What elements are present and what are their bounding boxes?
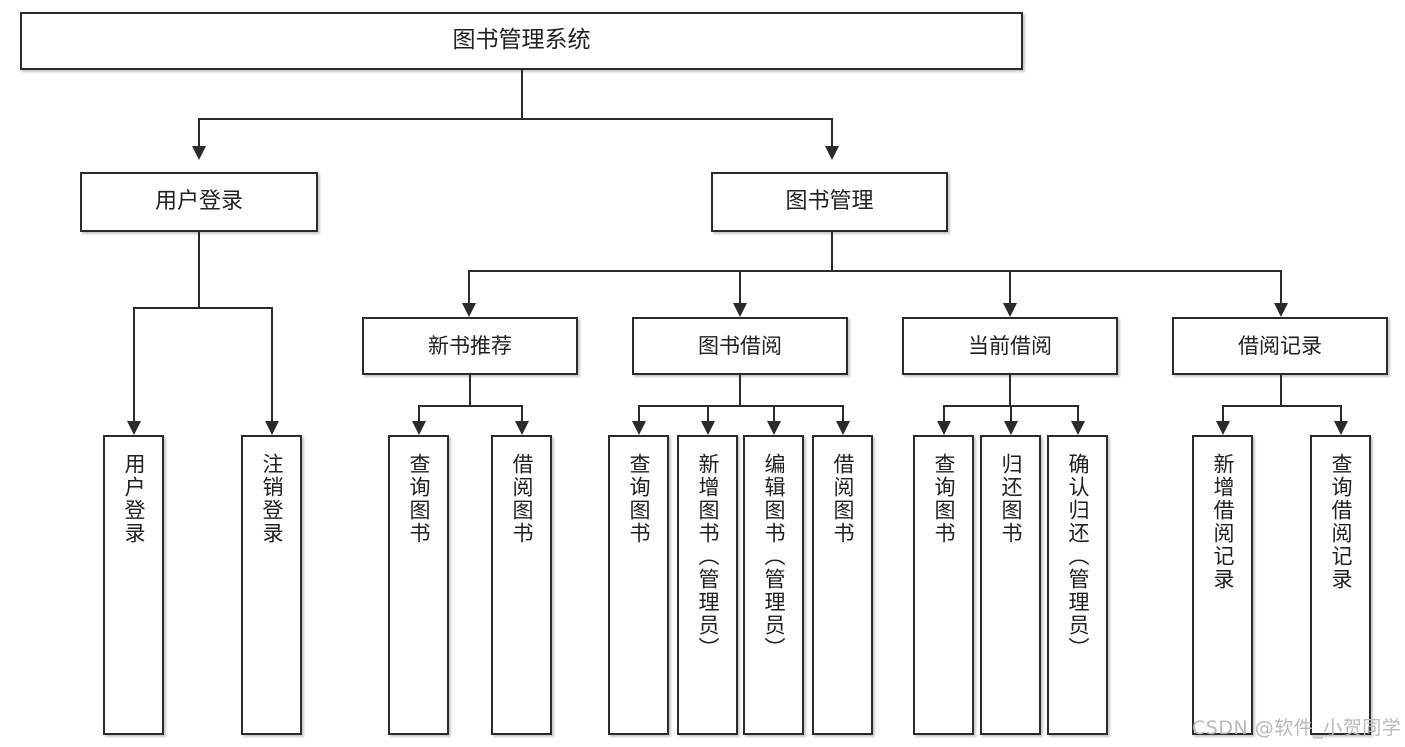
leaf-borrow-book[interactable]: 借阅图书 [812, 435, 873, 735]
connector-current-borrow-stem [1009, 375, 1011, 405]
connector-book-borrow-drop-2 [707, 405, 709, 421]
connector-current-borrow-drop-2 [1010, 405, 1012, 421]
leaf-add-book-admin[interactable]: 新增图书（管理员） [677, 435, 738, 735]
connector-borrow-record-drop-1 [1222, 405, 1224, 421]
connector-borrow-record-bus [1222, 405, 1340, 407]
connector-new-book-drop-2 [521, 405, 523, 421]
node-label: 用户登录 [154, 189, 243, 215]
node-book-borrow[interactable]: 图书借阅 [632, 317, 848, 375]
leaf-add-borrow-record[interactable]: 新增借阅记录 [1192, 435, 1253, 735]
arrowhead-user-login [192, 146, 206, 160]
node-current-borrow[interactable]: 当前借阅 [902, 317, 1118, 375]
node-user-login[interactable]: 用户登录 [80, 172, 318, 232]
connector-borrow-record-stem [1280, 375, 1282, 405]
node-label: 当前借阅 [968, 333, 1052, 358]
connector-new-book-drop-1 [418, 405, 420, 421]
connector-level3-bus [468, 270, 1280, 272]
arrowhead-leaf-user-login [127, 421, 141, 435]
connector-to-borrow-record [1280, 270, 1282, 303]
node-label: 查询图书 [407, 453, 431, 545]
node-label: 新书推荐 [428, 333, 512, 358]
arrowhead-leaf-query-book-2 [632, 421, 646, 435]
arrowhead-leaf-query-book-3 [937, 421, 951, 435]
arrowhead-borrow-record [1274, 303, 1288, 317]
arrowhead-leaf-confirm-return [1071, 421, 1085, 435]
arrowhead-leaf-borrow-book-2 [836, 421, 850, 435]
node-label: 图书管理 [785, 189, 874, 215]
node-label: 查询图书 [932, 453, 956, 545]
connector-book-borrow-drop-4 [842, 405, 844, 421]
arrowhead-leaf-add-book [701, 421, 715, 435]
arrowhead-leaf-logout [265, 421, 279, 435]
connector-to-current-borrow [1009, 270, 1011, 303]
connector-root-stem [521, 70, 523, 118]
arrowhead-leaf-query-record [1334, 421, 1348, 435]
connector-to-book-borrow [739, 270, 741, 303]
arrowhead-leaf-edit-book [767, 421, 781, 435]
leaf-confirm-return-admin[interactable]: 确认归还（管理员） [1047, 435, 1108, 735]
leaf-logout[interactable]: 注销登录 [241, 435, 302, 735]
connector-to-book-manage [831, 118, 833, 146]
arrowhead-leaf-return-book [1004, 421, 1018, 435]
connector-to-new-book [468, 270, 470, 303]
connector-borrow-record-drop-2 [1340, 405, 1342, 421]
connector-user-login-drop-2 [271, 307, 273, 421]
node-label: 查询图书 [627, 453, 651, 545]
node-label: 图书管理系统 [452, 27, 591, 54]
node-label: 借阅图书 [510, 453, 534, 545]
arrowhead-new-book [462, 303, 476, 317]
node-label: 借阅记录 [1238, 333, 1322, 358]
node-borrow-record[interactable]: 借阅记录 [1172, 317, 1388, 375]
connector-new-book-bus [418, 405, 521, 407]
arrowhead-leaf-query-book-1 [412, 421, 426, 435]
leaf-user-login[interactable]: 用户登录 [103, 435, 164, 735]
node-label: 注销登录 [260, 453, 284, 545]
connector-to-user-login [198, 118, 200, 146]
arrowhead-book-borrow [733, 303, 747, 317]
leaf-borrow-book-recommend[interactable]: 借阅图书 [491, 435, 552, 735]
node-label: 用户登录 [122, 453, 146, 545]
connector-user-login-drop-1 [133, 307, 135, 421]
arrowhead-leaf-borrow-book-1 [515, 421, 529, 435]
arrowhead-current-borrow [1003, 303, 1017, 317]
connector-book-manage-stem [831, 232, 833, 270]
node-label: 确认归还（管理员） [1066, 453, 1090, 660]
csdn-watermark: CSDN @软件_小贺同学 [1192, 717, 1402, 739]
node-root-system[interactable]: 图书管理系统 [20, 12, 1023, 70]
node-label: 归还图书 [999, 453, 1023, 545]
arrowhead-book-manage [825, 146, 839, 160]
node-label: 借阅图书 [831, 453, 855, 545]
node-label: 新增图书（管理员） [696, 453, 720, 660]
node-label: 编辑图书（管理员） [762, 453, 786, 660]
leaf-query-borrow-record[interactable]: 查询借阅记录 [1310, 435, 1371, 735]
connector-user-login-stem [198, 232, 200, 307]
connector-user-login-bus [133, 307, 271, 309]
leaf-query-book-current[interactable]: 查询图书 [913, 435, 974, 735]
leaf-query-book-borrow[interactable]: 查询图书 [608, 435, 669, 735]
connector-book-borrow-stem [739, 375, 741, 405]
leaf-return-book[interactable]: 归还图书 [980, 435, 1041, 735]
connector-book-borrow-drop-1 [638, 405, 640, 421]
connector-new-book-stem [469, 375, 471, 405]
arrowhead-leaf-add-record [1216, 421, 1230, 435]
connector-book-borrow-bus [638, 405, 842, 407]
connector-current-borrow-drop-3 [1077, 405, 1079, 421]
node-book-manage[interactable]: 图书管理 [711, 172, 948, 232]
connector-level2-bus [198, 118, 832, 120]
node-label: 新增借阅记录 [1211, 453, 1235, 591]
node-label: 查询借阅记录 [1329, 453, 1353, 591]
connector-current-borrow-drop-1 [943, 405, 945, 421]
leaf-query-book-recommend[interactable]: 查询图书 [388, 435, 449, 735]
node-label: 图书借阅 [698, 333, 782, 358]
leaf-edit-book-admin[interactable]: 编辑图书（管理员） [743, 435, 804, 735]
connector-book-borrow-drop-3 [773, 405, 775, 421]
node-new-book-recommend[interactable]: 新书推荐 [362, 317, 578, 375]
